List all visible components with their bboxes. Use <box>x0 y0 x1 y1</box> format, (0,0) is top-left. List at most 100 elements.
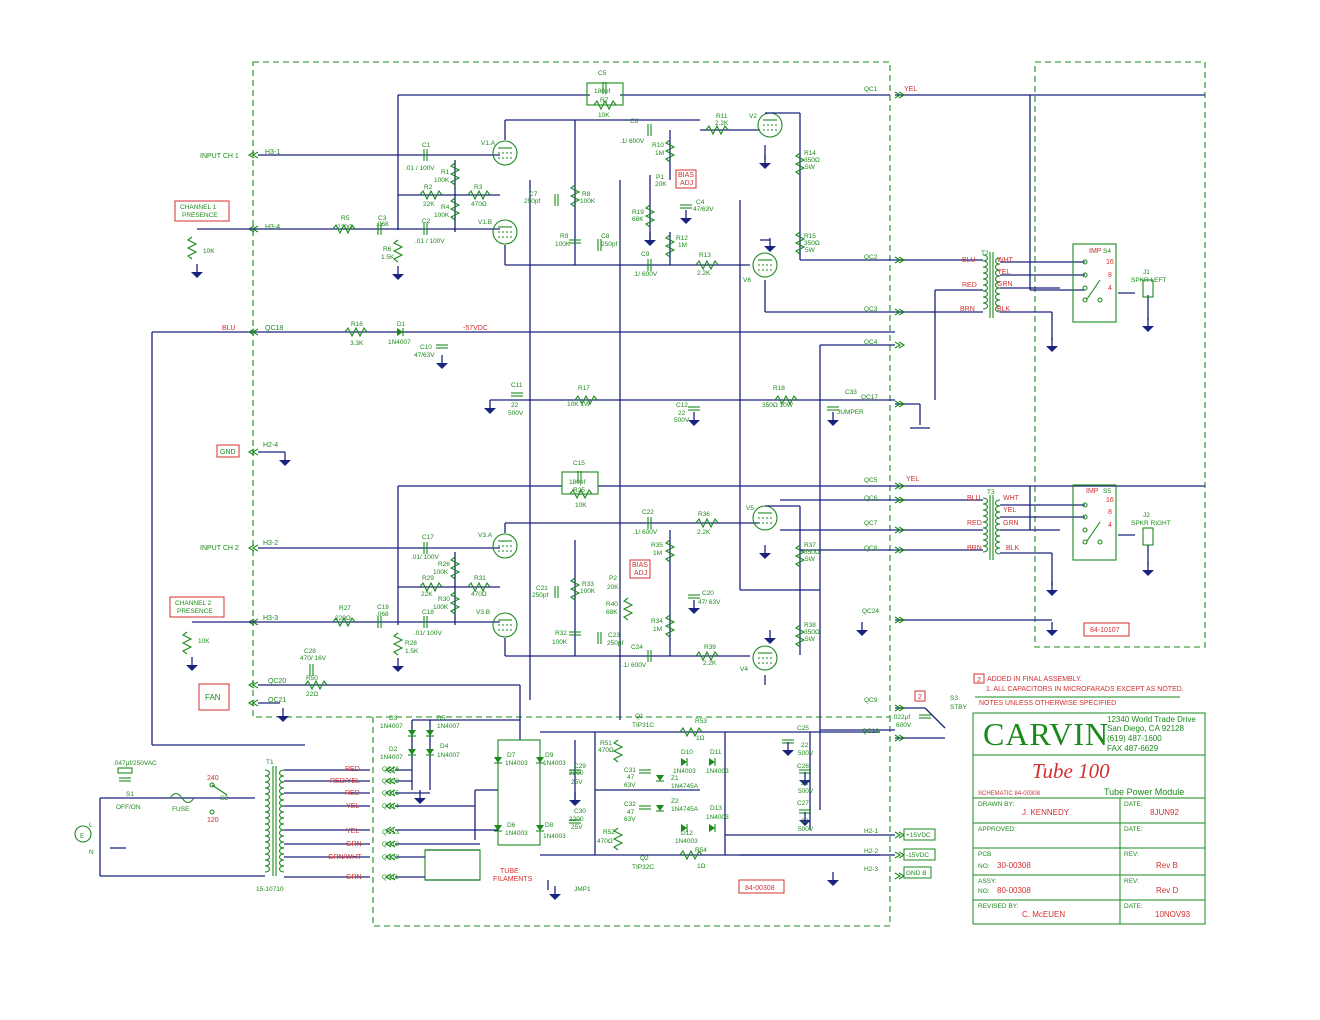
schematic-number: SCHEMATIC 84-00308 <box>978 791 1041 797</box>
qc13-label: QC13 <box>382 829 399 836</box>
c11-value: 22 <box>511 402 519 409</box>
r26-value: 100K <box>433 569 449 576</box>
drawn-date: 8JUN92 <box>1150 808 1179 817</box>
r54-label: R54 <box>695 847 707 854</box>
c24-label: C24 <box>631 644 643 651</box>
channel-2 <box>258 450 895 685</box>
h2-3-label: H2-3 <box>864 866 878 873</box>
qc1-label: QC1 <box>864 86 878 93</box>
r37-power: 5W <box>805 556 816 563</box>
r10-value: 1M <box>655 150 664 157</box>
c28-label: C28 <box>304 648 316 655</box>
output-section <box>855 94 1205 637</box>
t1-part: 15-10710 <box>256 886 284 893</box>
r7-label: R7 <box>600 97 609 104</box>
spkr-right-label: SPKR RIGHT <box>1131 520 1171 527</box>
date-label-3: DATE: <box>1124 903 1143 910</box>
r17-label: R17 <box>578 385 590 392</box>
s4-tap-4: 4 <box>1108 285 1112 292</box>
c34-voltage: 600V <box>896 722 912 729</box>
h3-3-label: H3-3 <box>263 615 278 622</box>
r6-value: 1.5K <box>381 254 395 261</box>
bias1-line2: ADJ <box>680 180 693 187</box>
t3-label: T3 <box>987 489 995 496</box>
d2-value: 1N4007 <box>380 754 403 761</box>
pot-ch2-value: 10K <box>198 638 210 645</box>
qc13-wire: YEL <box>346 828 359 835</box>
d1-value: 1N4007 <box>388 339 411 346</box>
r34-value: 1M <box>653 626 662 633</box>
gnd-label: GND <box>220 449 236 456</box>
t3-wire-brn: BRN <box>967 545 982 552</box>
p1-label: P1 <box>656 174 664 181</box>
r13-label: R13 <box>699 252 711 259</box>
qc8-label: QC8 <box>864 545 878 552</box>
r52-label: R52 <box>603 829 615 836</box>
pcb-label: PCB <box>978 851 991 858</box>
c19-label: C19 <box>377 604 389 611</box>
c5-value: 180pf <box>594 88 610 95</box>
d7-label: D7 <box>507 752 516 759</box>
r2-label: R2 <box>424 184 433 191</box>
qc3-label: QC3 <box>864 306 878 313</box>
pcb-rev: Rev B <box>1156 861 1178 870</box>
r40-value: 68K <box>606 609 618 616</box>
plug-e: E <box>80 833 85 840</box>
d10-label: D10 <box>681 749 693 756</box>
c4-value: 47/63V <box>693 206 714 213</box>
r27-value: 220Ω <box>335 615 351 622</box>
qc17-label: QC17 <box>861 394 878 401</box>
c2-label: C2 <box>422 218 431 225</box>
c5-label: C5 <box>598 70 607 77</box>
c30-label: C30 <box>574 808 586 815</box>
c28-value: 470/ 16V <box>300 655 327 662</box>
s4-tap-16: 16 <box>1106 259 1114 266</box>
drawn-by-label: DRAWN BY: <box>978 801 1014 808</box>
r2-value: 22K <box>423 201 435 208</box>
t2-wire-blk: BLK <box>997 306 1011 313</box>
note-1: 1. ALL CAPACITORS IN MICROFARADS EXCEPT … <box>986 686 1184 693</box>
qc5-wire: YEL <box>906 476 919 483</box>
d3-label: D3 <box>389 715 398 722</box>
z1-value: 1N4745A <box>671 783 699 790</box>
fuse-label: FUSE <box>172 806 190 813</box>
r30-label: R30 <box>438 596 450 603</box>
revised-date: 10NOV93 <box>1155 910 1191 919</box>
d9-label: D9 <box>545 752 554 759</box>
c2-value: .01 / 100V <box>415 238 445 245</box>
s5-tap-8: 8 <box>1108 509 1112 516</box>
v57-label: -57VDC <box>463 325 488 332</box>
d10-value: 1N4003 <box>673 768 696 775</box>
pcb-rev-label: REV: <box>1124 851 1139 858</box>
d8-label: D8 <box>545 822 554 829</box>
r52-value: 470Ω <box>597 838 613 845</box>
r27-label: R27 <box>339 605 351 612</box>
r3-value: 470Ω <box>471 201 487 208</box>
drawn-by: J. KENNEDY <box>1022 808 1070 817</box>
h2-1-label: H2-1 <box>864 828 878 835</box>
qc11-wire: GRN <box>346 874 362 881</box>
t2-wire-brn: BRN <box>960 306 975 313</box>
h2-2-label: H2-2 <box>864 848 878 855</box>
r51-value: 470Ω <box>598 747 614 754</box>
c3-label: C3 <box>378 215 387 222</box>
d1-label: D1 <box>397 321 406 328</box>
qc22-wire: RED/YEL <box>330 778 360 785</box>
d12-value: 1N4003 <box>675 838 698 845</box>
qc15-wire: RED <box>345 790 360 797</box>
blu-label: BLU <box>222 325 236 332</box>
assy-label: ASSY. <box>978 878 997 885</box>
r50-label: R50 <box>306 675 318 682</box>
tube-v6: V6 <box>743 277 751 284</box>
title-block: CARVIN 12340 World Trade Drive San Diego… <box>972 712 1206 925</box>
t1-label: T1 <box>266 759 274 766</box>
r53-label: R53 <box>695 718 707 725</box>
r11-value: 2.2K <box>715 120 729 127</box>
r30-value: 100K <box>433 604 449 611</box>
c20-value: 47/ 63V <box>698 599 721 606</box>
r10-label: R10 <box>652 142 664 149</box>
c31-voltage: 63V <box>624 782 636 789</box>
d2-label: D2 <box>389 746 398 753</box>
tube-v5: V5 <box>746 505 754 512</box>
module-name: Tube Power Module <box>1104 787 1184 797</box>
